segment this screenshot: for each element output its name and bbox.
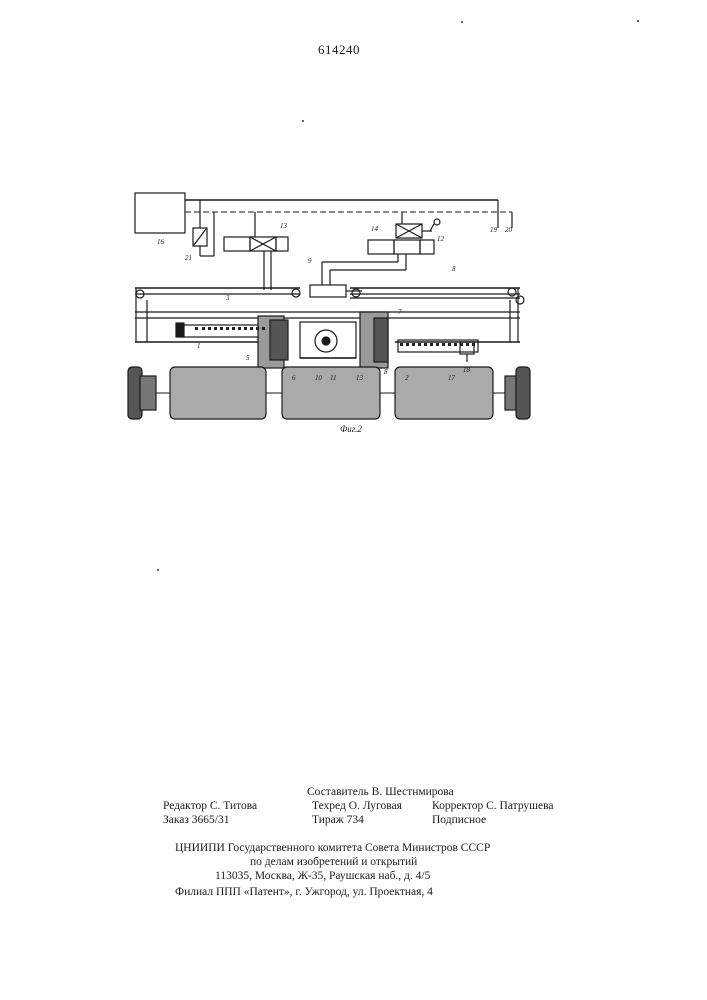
valve-13-right [276,237,288,251]
scan-speck [461,21,463,23]
cylinder-9 [310,285,346,297]
label-2: 2 [405,374,409,382]
label-14: 14 [371,225,378,233]
label-6: 6 [292,374,296,382]
label-21: 21 [185,254,192,262]
editor: Редактор С. Титова [163,800,257,812]
label-7: 7 [398,308,402,316]
valve-13-left [224,237,250,251]
label-19: 19 [490,226,497,234]
publisher-line-1: ЦНИИПИ Государственного комитета Совета … [175,842,490,854]
label-8: 8 [452,265,456,273]
scan-speck [637,20,639,22]
label-20: 20 [505,226,512,234]
label-13: 13 [280,222,287,230]
figure-caption: Фиг.2 [340,424,362,434]
subscription: Подписное [432,814,486,826]
label-9: 9 [308,257,312,265]
tech-editor: Техред О. Луговая [312,800,402,812]
control-box [135,193,185,233]
scan-speck [157,569,159,571]
label-12: 12 [437,235,444,243]
roller-end-right [516,367,530,419]
label-3: 3 [226,294,230,302]
valve-14-center [394,240,420,254]
label-1: 1 [197,342,201,350]
circulation: Тираж 734 [312,814,364,826]
label-8b: 8 [384,368,388,376]
label-5: 5 [246,354,250,362]
order-number: Заказ 3665/31 [163,814,230,826]
valve-14-right [420,240,434,254]
label-16: 16 [157,238,164,246]
scan-speck [302,120,304,122]
label-18: 18 [463,366,470,374]
label-17: 17 [448,374,455,382]
corrector: Корректор С. Патрушева [432,800,554,812]
roller-a [170,367,266,419]
publisher-line-4: Филиал ППП «Патент», г. Ужгород, ул. Про… [175,886,433,898]
roller-c [395,367,493,419]
label-11: 11 [330,374,336,382]
valve-14-left [368,240,394,254]
publisher-line-3: 113035, Москва, Ж-35, Раушская наб., д. … [215,870,430,882]
label-10: 10 [315,374,322,382]
label-13b: 13 [356,374,363,382]
chain-upper [195,327,265,333]
publisher-line-2: по делам изобретений и открытий [250,856,417,868]
composer: Составитель В. Шестнмирова [307,786,454,798]
chain-lower [400,343,475,349]
